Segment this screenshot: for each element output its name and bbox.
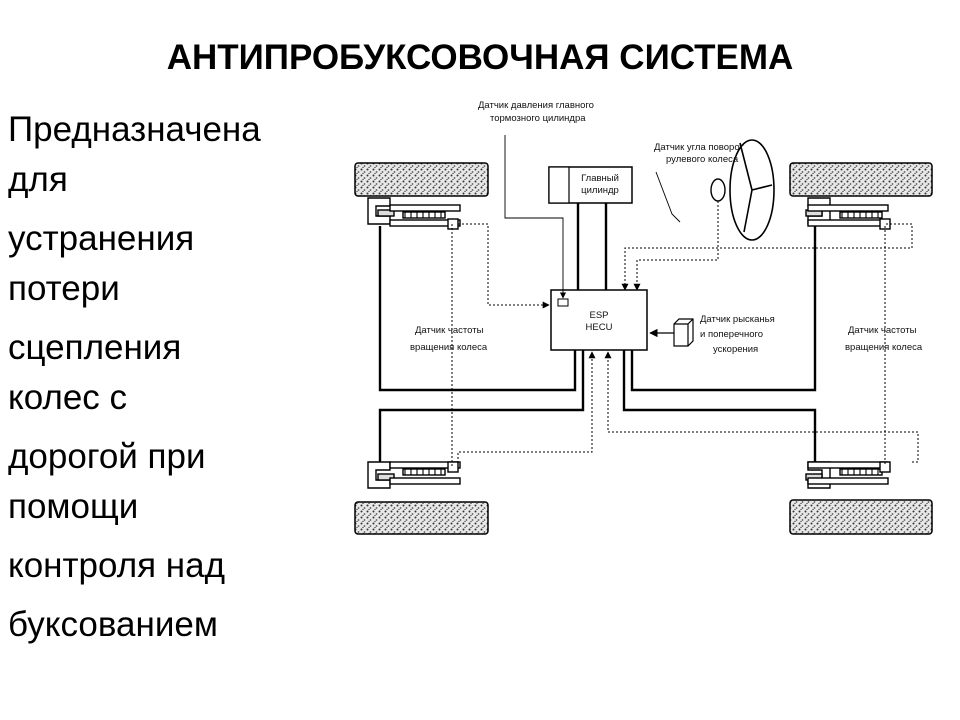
text-line: дорогой при (8, 437, 206, 476)
pressure-sensor-leader (504, 135, 567, 299)
yaw-sensor-icon (673, 318, 694, 347)
text-line: колес с (8, 378, 128, 417)
rear-right-brake-assembly (805, 461, 891, 489)
steering-wheel-icon (729, 139, 775, 241)
text-paragraph: устранения потери (8, 214, 348, 314)
text-line: для (8, 160, 68, 199)
text-paragraph: контроля над (8, 541, 348, 591)
steering-angle-sensor-icon (710, 178, 726, 202)
rear-right-tire (789, 499, 933, 535)
front-left-brake-assembly (367, 197, 461, 230)
sensor-signal-lines (451, 201, 919, 468)
steering-sensor-leader (655, 171, 681, 223)
slide-title: АНТИПРОБУКСОВОЧНАЯ СИСТЕМА (166, 38, 794, 77)
text-paragraph: сцепления колес с (8, 323, 348, 423)
text-line: потери (8, 269, 120, 308)
text-line: контроля над (8, 546, 226, 585)
text-line: помощи (8, 487, 139, 526)
front-left-tire (354, 162, 489, 197)
text-line: Предназначена (8, 110, 261, 149)
hydraulic-brake-lines (378, 203, 817, 462)
front-right-tire (789, 162, 933, 197)
text-paragraph: Предназначена для (8, 105, 348, 205)
rear-left-tire (354, 501, 489, 535)
text-paragraph: буксованием (8, 600, 348, 650)
text-line: сцепления (8, 328, 182, 367)
text-line: буксованием (8, 605, 218, 644)
text-paragraph: дорогой при помощи (8, 432, 348, 532)
rear-left-brake-assembly (367, 461, 461, 489)
description-text: Предназначена для устранения потери сцеп… (8, 105, 348, 659)
front-right-brake-assembly (805, 197, 891, 230)
text-line: устранения (8, 219, 195, 258)
